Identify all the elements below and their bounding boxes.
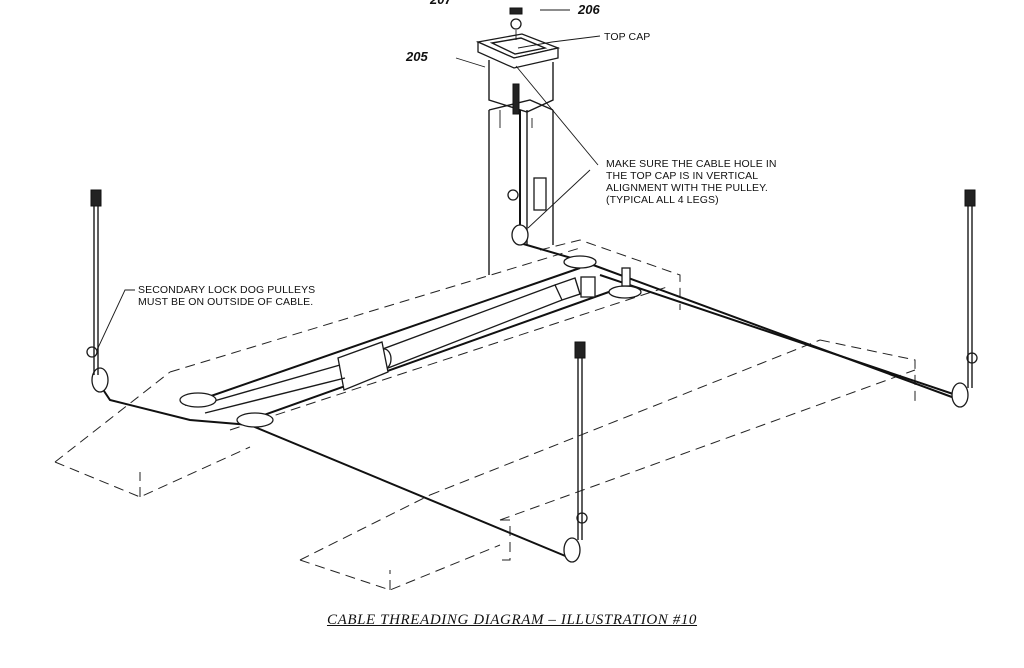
- leader-lines: [96, 9, 601, 351]
- lift-post: [488, 99, 554, 275]
- hydraulic-cylinder: [199, 276, 596, 414]
- lock-dog-note-line-1: SECONDARY LOCK DOG PULLEYS: [138, 284, 316, 296]
- alignment-note-line-1: MAKE SURE THE CABLE HOLE IN: [606, 158, 777, 170]
- runway-outline: [54, 239, 916, 591]
- alignment-note-line-3: ALIGNMENT WITH THE PULLEY.: [606, 182, 768, 194]
- part-number-206: 206: [578, 2, 600, 17]
- leg-rods: [90, 189, 976, 540]
- part-number-205: 205: [406, 49, 428, 64]
- figure-caption: CABLE THREADING DIAGRAM – ILLUSTRATION #…: [326, 612, 698, 628]
- lock-dog-note: SECONDARY LOCK DOG PULLEYS MUST BE ON OU…: [138, 284, 315, 308]
- alignment-note: MAKE SURE THE CABLE HOLE IN THE TOP CAP …: [606, 158, 777, 206]
- part-number-207: 207: [430, 0, 452, 7]
- top-cap-label: TOP CAP: [604, 31, 651, 43]
- alignment-note-line-2: THE TOP CAP IS IN VERTICAL: [606, 170, 759, 182]
- cable-runs: [99, 110, 966, 561]
- top-cap-assembly: [475, 7, 561, 128]
- alignment-note-line-4: (TYPICAL ALL 4 LEGS): [606, 194, 719, 206]
- lock-dog-note-line-2: MUST BE ON OUTSIDE OF CABLE.: [138, 296, 314, 308]
